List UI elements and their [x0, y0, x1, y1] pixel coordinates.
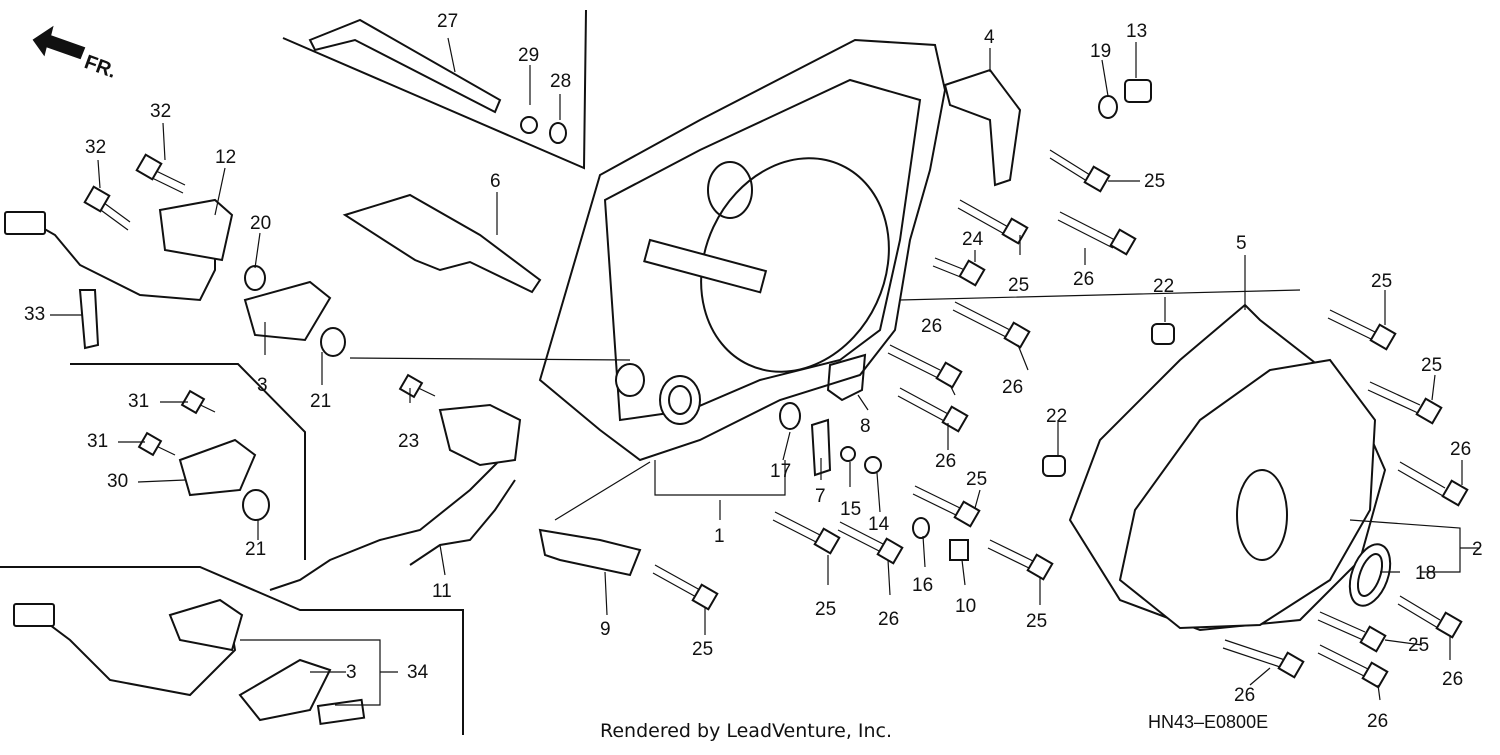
callout-26: 26 — [1367, 711, 1389, 732]
callout-23: 23 — [398, 431, 420, 452]
crankcase-cover-drawing — [538, 38, 947, 462]
callout-25: 25 — [966, 469, 988, 490]
callout-34: 34 — [407, 662, 429, 683]
callout-25: 25 — [1144, 171, 1166, 192]
callout-6: 6 — [490, 171, 501, 192]
callout-29: 29 — [518, 45, 540, 66]
callout-9: 9 — [600, 619, 611, 640]
callout-32: 32 — [85, 137, 107, 158]
callout-14: 14 — [868, 514, 890, 535]
callout-32: 32 — [150, 101, 172, 122]
callout-25: 25 — [1026, 611, 1048, 632]
rear-cover-drawing — [1068, 303, 1392, 632]
callout-4: 4 — [984, 27, 995, 48]
callout-16: 16 — [912, 575, 934, 596]
bolts — [83, 149, 1469, 689]
callout-7: 7 — [815, 486, 826, 507]
callout-26: 26 — [1442, 669, 1464, 690]
callout-11: 11 — [432, 581, 452, 602]
callout-27: 27 — [437, 11, 459, 32]
callout-25: 25 — [815, 599, 837, 620]
callout-1: 1 — [714, 526, 725, 547]
callout-25: 25 — [692, 639, 714, 660]
callout-19: 19 — [1090, 41, 1112, 62]
leader-lines — [50, 37, 1480, 706]
callout-3: 3 — [257, 375, 268, 396]
shaft-parts — [308, 18, 1175, 577]
diagram-code: HN43–E0800E — [1148, 712, 1269, 732]
callout-22: 22 — [1153, 276, 1175, 297]
callout-21: 21 — [310, 391, 332, 412]
footer-credit: Rendered by LeadVenture, Inc. — [600, 720, 893, 742]
callout-26: 26 — [921, 316, 943, 337]
callout-15: 15 — [840, 499, 862, 520]
callout-24: 24 — [962, 229, 984, 250]
callout-28: 28 — [550, 71, 572, 92]
callout-31: 31 — [128, 391, 150, 412]
section-lines — [0, 9, 587, 735]
callout-30: 30 — [107, 471, 129, 492]
callout-26: 26 — [1002, 377, 1024, 398]
front-direction-arrow-icon — [32, 25, 86, 60]
callout-8: 8 — [860, 416, 871, 437]
callout-20: 20 — [250, 213, 272, 234]
callout-31: 31 — [87, 431, 109, 452]
callout-25: 25 — [1421, 355, 1443, 376]
callout-12: 12 — [215, 147, 237, 168]
callout-25: 25 — [1408, 635, 1430, 656]
callout-22: 22 — [1046, 406, 1068, 427]
switch-assemblies — [4, 198, 522, 725]
callout-26: 26 — [1450, 439, 1472, 460]
callout-26: 26 — [935, 451, 957, 472]
callout-10: 10 — [955, 596, 977, 617]
callout-13: 13 — [1126, 21, 1148, 42]
callout-26: 26 — [1234, 685, 1256, 706]
callout-17: 17 — [770, 461, 792, 482]
callout-3: 3 — [346, 662, 357, 683]
callout-25: 26 — [878, 609, 900, 630]
callout-2: 2 — [1472, 539, 1483, 560]
callout-33: 33 — [24, 304, 46, 325]
callout-21: 21 — [245, 539, 267, 560]
callout-18: 18 — [1415, 563, 1437, 584]
callout-25: 25 — [1008, 275, 1030, 296]
callout-25: 25 — [1371, 271, 1393, 292]
callout-26: 26 — [1073, 269, 1095, 290]
callout-5: 5 — [1236, 233, 1247, 254]
